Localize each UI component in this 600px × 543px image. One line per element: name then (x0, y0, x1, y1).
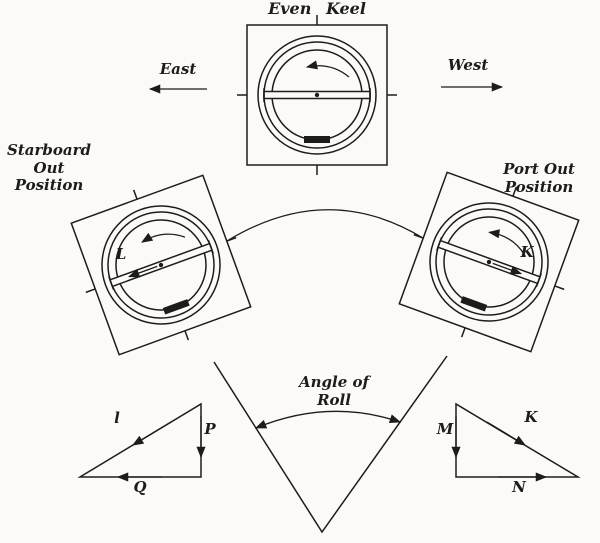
force-arrow-L (127, 265, 158, 278)
roll-angle-vee (213, 355, 448, 534)
pivot-tick-bottom (184, 330, 190, 341)
rotation-arrow (305, 60, 350, 78)
triangle-letter-P: P (204, 420, 216, 438)
even-keel-label: Even Keel (268, 0, 366, 18)
device-letter-L: L (115, 245, 127, 263)
outer-ring (101, 205, 221, 325)
triangle-letter-K: K (524, 408, 538, 426)
pivot-tick-left (85, 288, 96, 294)
bar-endcap-left (436, 237, 443, 251)
triangle-letter-Q: Q (133, 478, 147, 496)
pivot-tick-bottom (460, 327, 466, 338)
bar-endcap-right (535, 273, 542, 287)
center-pivot-dot (158, 262, 164, 268)
east-label: East (159, 60, 197, 78)
outer-ring (429, 202, 549, 322)
vector-arrow-l (132, 421, 172, 446)
device-letter-K: K (520, 243, 534, 261)
roll-path-arc (226, 209, 424, 242)
compass-device-even-keel (237, 15, 397, 175)
rotation-arrow (488, 229, 526, 257)
vector-arrow-K (486, 421, 526, 446)
triangle-letter-M: M (436, 420, 454, 438)
ballast-weight (304, 136, 330, 143)
roll-angle-arc (254, 410, 402, 429)
ballast-weight (162, 299, 190, 315)
ballast-weight (460, 296, 488, 312)
angle-of-roll-label: Angle of Roll (299, 373, 369, 409)
pivot-tick-top (512, 186, 518, 197)
compass-device-port-out (398, 171, 580, 353)
west-label: West (447, 56, 489, 74)
starboard-out-position-label: Starboard Out Position (7, 141, 91, 195)
port-out-position-label: Port Out Position (503, 160, 575, 196)
outer-ring (257, 35, 377, 155)
bar-endcap-left (108, 276, 115, 290)
force-arrow-K (492, 262, 523, 275)
triangle-letter-N: N (512, 478, 526, 496)
pivot-tick-right (554, 285, 565, 291)
pivot-tick-top (132, 189, 138, 200)
bar-endcap-right (207, 240, 214, 254)
triangle-letter-l: l (114, 409, 120, 427)
pivot-tick-left (413, 233, 424, 239)
center-pivot-dot (314, 92, 320, 98)
rotation-arrow (141, 232, 186, 243)
center-pivot-dot (486, 259, 492, 265)
pivot-tick-right (226, 236, 237, 242)
compass-device-starboard-out (70, 174, 252, 356)
